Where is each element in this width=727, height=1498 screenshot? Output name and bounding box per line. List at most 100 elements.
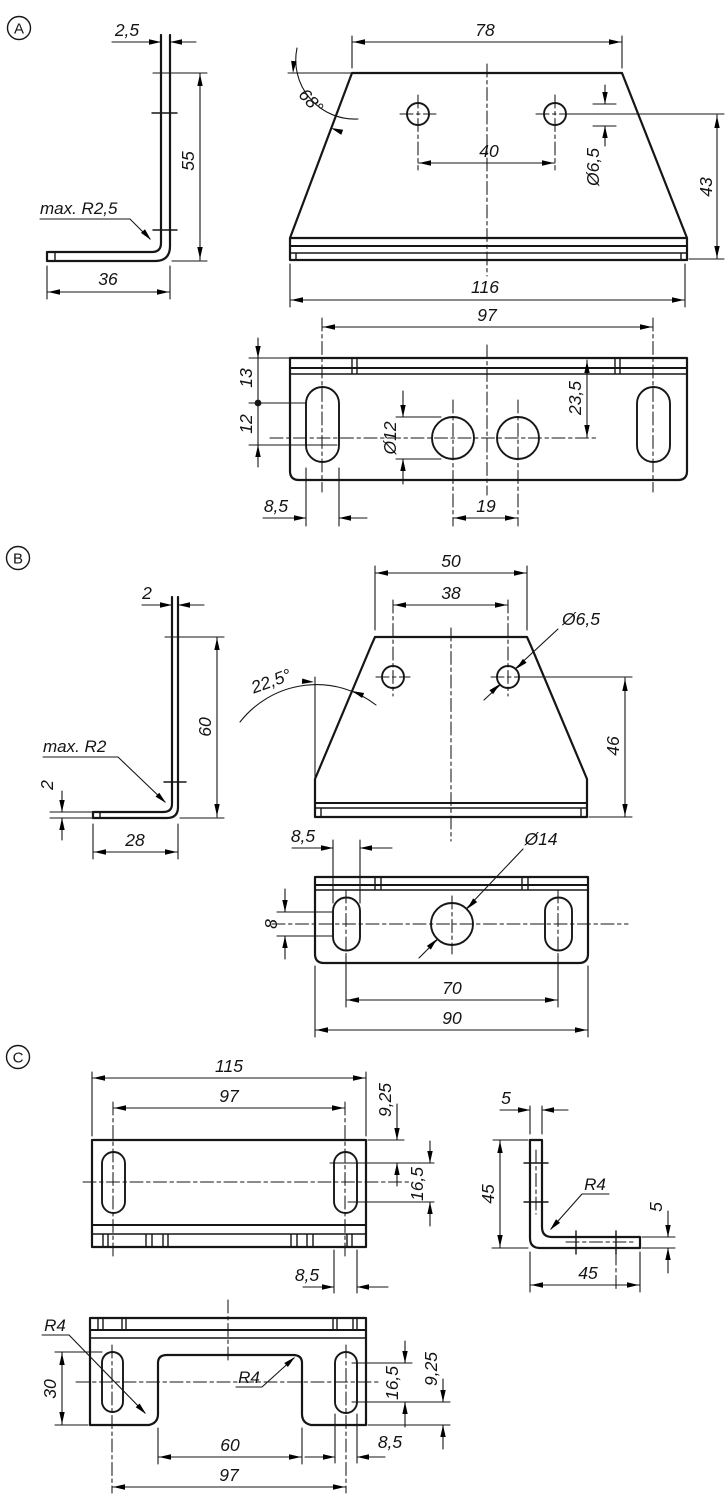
dim-b-width: 90 (442, 1008, 462, 1028)
view-b: B 2 60 max. R2 2 28 (5, 545, 633, 1038)
view-c-marker: C (5, 1044, 31, 1070)
slot-left (101, 1151, 126, 1214)
dim-b-slot-length: 8 (261, 919, 281, 929)
part-outline (288, 71, 689, 262)
dim-c-thickness: 5 (501, 1088, 511, 1108)
dim-b-hole-pitch: 70 (442, 978, 462, 998)
dimension-lines (287, 35, 725, 308)
dim-c-cutout-width: 60 (220, 1435, 240, 1455)
dimension-lines (314, 565, 633, 818)
dim-c-slot-length: 16,5 (407, 1167, 427, 1201)
dim-a-width: 36 (98, 269, 118, 289)
view-label-circle-c (5, 1044, 31, 1070)
dim-b-height: 60 (195, 717, 215, 737)
dim-a-thickness: 2,5 (114, 20, 140, 40)
dimension-lines (491, 1105, 676, 1293)
dimension-lines (248, 326, 654, 527)
dim-a-top-width: 78 (475, 20, 495, 40)
dim-b-top-width: 50 (441, 551, 461, 571)
arrowheads (282, 845, 587, 1033)
inner-edge (289, 357, 688, 375)
note-c-radius-left: R4 (44, 1316, 66, 1335)
view-a: A 2,5 55 max. R2,5 36 (6, 15, 725, 527)
dim-c-slot-pitch: 97 (219, 1086, 240, 1106)
part-outline (91, 595, 180, 820)
view-label-b: B (13, 551, 23, 568)
view-label-a: A (14, 21, 24, 38)
view-c: C 115 97 9,25 (5, 1044, 676, 1494)
slot-left (101, 1351, 124, 1413)
inner-edge (89, 1317, 367, 1339)
note-b-radius: max. R2 (43, 737, 107, 756)
dim-c-edge-offset: 9,25 (375, 1083, 395, 1117)
view-b-plan: 8,5 Ø14 8 70 90 (261, 826, 629, 1038)
centerlines (269, 317, 654, 527)
dimension-lines (276, 839, 589, 1038)
note-c-radius-center: R4 (238, 1368, 260, 1387)
slot-right (544, 896, 573, 952)
part-outline (288, 356, 689, 482)
inner-edge (91, 1233, 367, 1248)
dim-c-slot-width: 8,5 (295, 1265, 320, 1285)
view-c-plan-top: 115 97 9,25 16,5 8,5 (82, 1056, 435, 1294)
inner-edge (289, 252, 688, 261)
slot-left (305, 386, 340, 463)
dim-a-slot-width: 8,5 (264, 496, 289, 516)
dimension-lines (41, 1334, 451, 1488)
dim-a-hole-spacing: 40 (479, 141, 499, 161)
centerlines (399, 63, 575, 277)
dim-a-hole-dia: Ø6,5 (583, 148, 603, 187)
view-a-side: 2,5 55 max. R2,5 36 (39, 20, 208, 300)
part-outline (90, 1138, 368, 1249)
dim-b-width: 28 (124, 830, 145, 850)
view-label-c: C (13, 1050, 24, 1067)
view-b-side: 2 60 max. R2 2 28 (37, 583, 225, 860)
centerlines (75, 1299, 381, 1494)
slot-right (636, 386, 671, 463)
view-c-side: 5 45 R4 5 45 (478, 1088, 676, 1293)
dim-a-slot-pitch: 97 (477, 305, 498, 325)
dimension-lines (39, 41, 208, 300)
part-outline (313, 635, 589, 819)
dim-b-height-right: 46 (603, 736, 623, 756)
edge-ticks (54, 112, 178, 262)
arrowheads (497, 1107, 671, 1288)
dim-a-edge-to-slot: 13 (236, 368, 256, 388)
part-outline (313, 875, 590, 965)
centerlines (82, 1101, 413, 1259)
dim-b-slot-width: 8,5 (291, 826, 316, 846)
dim-a-center-hole-dia: Ø12 (380, 421, 400, 455)
dim-b-thickness: 2 (141, 583, 152, 603)
dim-b-hole-spacing: 38 (441, 583, 461, 603)
note-a-radius: max. R2,5 (40, 199, 118, 218)
view-label-circle-a (6, 15, 32, 41)
dim-c-slot-span: 30 (40, 1379, 60, 1399)
dim-a-bottom-width: 116 (471, 277, 499, 297)
dimension-dot (254, 399, 262, 407)
dim-b-hole-dia: Ø6,5 (561, 609, 600, 629)
dim-a-hole-pitch: 19 (476, 496, 496, 516)
dim-a-angle: 68° (295, 85, 328, 118)
dim-c-width: 115 (215, 1056, 243, 1076)
dim-c-height: 45 (478, 1184, 498, 1204)
dim-c-slot-width-bottom: 8,5 (378, 1432, 403, 1452)
dim-a-slot-length: 12 (236, 414, 256, 434)
view-b-marker: B (5, 545, 31, 571)
centerlines (375, 599, 526, 842)
dim-c-edge-offset-bottom: 9,25 (421, 1352, 441, 1386)
view-a-marker: A (6, 15, 32, 41)
inner-edge (314, 876, 589, 891)
dim-c-slot-pitch-bottom: 97 (219, 1465, 240, 1485)
inner-edge (314, 807, 588, 818)
view-c-plan-bottom: R4 30 R4 60 97 16,5 9,25 8,5 (40, 1299, 451, 1494)
arrowheads (255, 324, 652, 521)
dim-c-slot-length-bottom: 16,5 (382, 1366, 402, 1400)
view-b-front: 50 38 22,5° Ø6,5 46 (239, 551, 633, 842)
dim-b-center-hole-dia: Ø14 (523, 829, 557, 849)
dim-b-angle: 22,5° (247, 665, 293, 698)
dim-c-leg-width: 45 (578, 1263, 598, 1283)
part-outline (45, 33, 172, 263)
arrowheads (290, 39, 720, 303)
